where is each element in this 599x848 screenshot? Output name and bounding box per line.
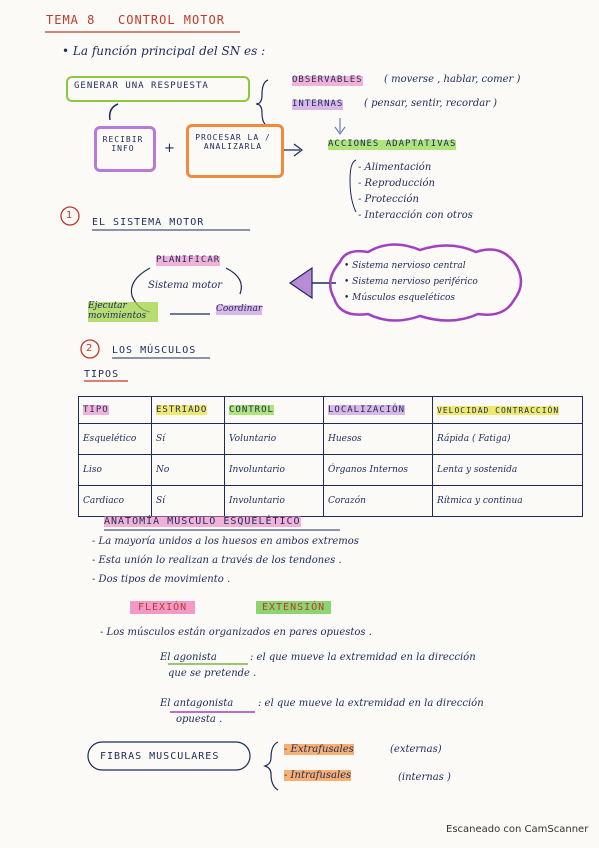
table-header-cell: TIPO: [78, 396, 152, 424]
table-header-cell: VELOCIDAD CONTRACCIÓN: [432, 396, 583, 424]
table-cell: Involuntario: [224, 485, 324, 517]
fibras-term: - Intrafusales: [284, 770, 352, 781]
fibras-note: (externas): [390, 744, 442, 755]
table-cell: Corazón: [323, 485, 433, 517]
procesar-box: [186, 124, 284, 178]
table-cell: Lenta y sostenida: [432, 454, 583, 486]
fibras-term: - Extrafusales: [284, 744, 354, 755]
table-header-cell: ESTRIADO: [151, 396, 225, 424]
cloud-item: • Sistema nervioso periférico: [344, 277, 478, 287]
table-cell: Esquelético: [78, 423, 152, 455]
planificar-label: PLANIFICAR: [156, 255, 221, 266]
table-row: Cardiaco Sí Involuntario Corazón Rítmica…: [78, 485, 583, 517]
acciones-label: ACCIONES ADAPTATIVAS: [328, 139, 457, 150]
anatomia-item: - Esta unión lo realizan a través de los…: [92, 555, 342, 566]
table-cell: No: [151, 454, 225, 486]
organizados-text: - Los músculos están organizados en pare…: [100, 627, 372, 638]
accion-item: - Protección: [358, 194, 419, 205]
table-cell: Sí: [151, 485, 225, 517]
accion-item: - Alimentación: [358, 162, 432, 173]
table-cell: Huesos: [323, 423, 433, 455]
recibir-text: RECIBIR INFO: [102, 135, 144, 153]
antagonista-def-2: opuesta .: [176, 714, 223, 725]
procesar-text: PROCESAR LA / ANALIZARLA: [195, 133, 271, 151]
section-1-title: EL SISTEMA MOTOR: [92, 217, 205, 228]
section-2-number: 2: [86, 343, 93, 354]
anatomia-item: - La mayoría unidos a los huesos en ambo…: [92, 536, 359, 547]
cloud-item: • Músculos esqueléticos: [344, 293, 456, 303]
curved-arrow-icon: [108, 103, 119, 121]
table-cell: Liso: [78, 454, 152, 486]
table-row: Liso No Involuntario Órganos Internos Le…: [78, 454, 583, 486]
sistema-motor-label: Sistema motor: [148, 280, 223, 291]
anatomia-item: - Dos tipos de movimiento .: [92, 574, 231, 585]
table-header-cell: LOCALIZACIÓN: [323, 396, 433, 424]
agonista-term: El agonista: [160, 652, 217, 663]
flexion-label: FLEXIÓN: [130, 601, 196, 614]
intro-text: • La función principal del SN es :: [62, 44, 266, 58]
cloud-shape: [328, 243, 523, 322]
camscanner-watermark: Escaneado con CamScanner: [446, 824, 589, 835]
brace-icon: [255, 79, 269, 127]
internas-label: INTERNAS: [292, 99, 344, 110]
accion-item: - Interacción con otros: [358, 210, 473, 221]
fibras-note: (internas ): [398, 772, 451, 783]
page-title: CONTROL MOTOR: [118, 13, 225, 27]
table-cell: Rápida ( Fatiga): [432, 423, 583, 455]
generar-box: [66, 76, 250, 102]
table-cell: Rítmica y continua: [432, 485, 583, 517]
muscle-types-table: TIPO ESTRIADO CONTROL LOCALIZACIÓN VELOC…: [78, 396, 583, 517]
table-cell: Voluntario: [224, 423, 324, 455]
observables-note: ( moverse , hablar, comer ): [384, 74, 521, 85]
arrow-right-icon: [284, 143, 303, 157]
antagonista-def: : el que mueve la extremidad en la direc…: [258, 698, 484, 709]
internas-note: ( pensar, sentir, recordar ): [364, 98, 498, 109]
arrow-down-icon: [334, 118, 346, 136]
fibras-title: FIBRAS MUSCULARES: [100, 751, 220, 762]
tipos-label: TIPOS: [84, 369, 120, 380]
generar-text: GENERAR UNA RESPUESTA: [74, 81, 209, 91]
ejecutar-label: Ejecutar movimientos: [88, 301, 158, 322]
extension-label: EXTENSIÓN: [256, 601, 332, 614]
table-header-cell: CONTROL: [224, 396, 324, 424]
accion-item: - Reproducción: [358, 178, 435, 189]
table-cell: Involuntario: [224, 454, 324, 486]
table-cell: Cardiaco: [78, 485, 152, 517]
cloud-item: • Sistema nervioso central: [344, 261, 466, 271]
antagonista-term: El antagonista: [160, 698, 234, 709]
title-prefix: TEMA 8: [46, 13, 96, 27]
coordinar-label: Coordinar: [216, 304, 263, 315]
observables-label: OBSERVABLES: [292, 75, 363, 86]
section-1-number: 1: [66, 210, 73, 221]
agonista-def: : el que mueve la extremidad en la direc…: [250, 652, 476, 663]
arrow-left-icon: [288, 266, 313, 300]
section-2-title: LOS MÚSCULOS: [112, 345, 197, 356]
table-cell: Órganos Internos: [323, 454, 433, 486]
agonista-def-2: que se pretende .: [168, 668, 257, 679]
fibras-box: [87, 741, 251, 771]
table-cell: Sí: [151, 423, 225, 455]
anatomia-title: ANATOMÍA MUSCULO ESQUELÉTICO: [104, 516, 301, 527]
table-row: Esquelético Sí Voluntario Huesos Rápida …: [78, 423, 583, 455]
recibir-box: [94, 126, 156, 172]
table-header-row: TIPO ESTRIADO CONTROL LOCALIZACIÓN VELOC…: [78, 396, 583, 424]
plus-sign: +: [164, 141, 175, 156]
